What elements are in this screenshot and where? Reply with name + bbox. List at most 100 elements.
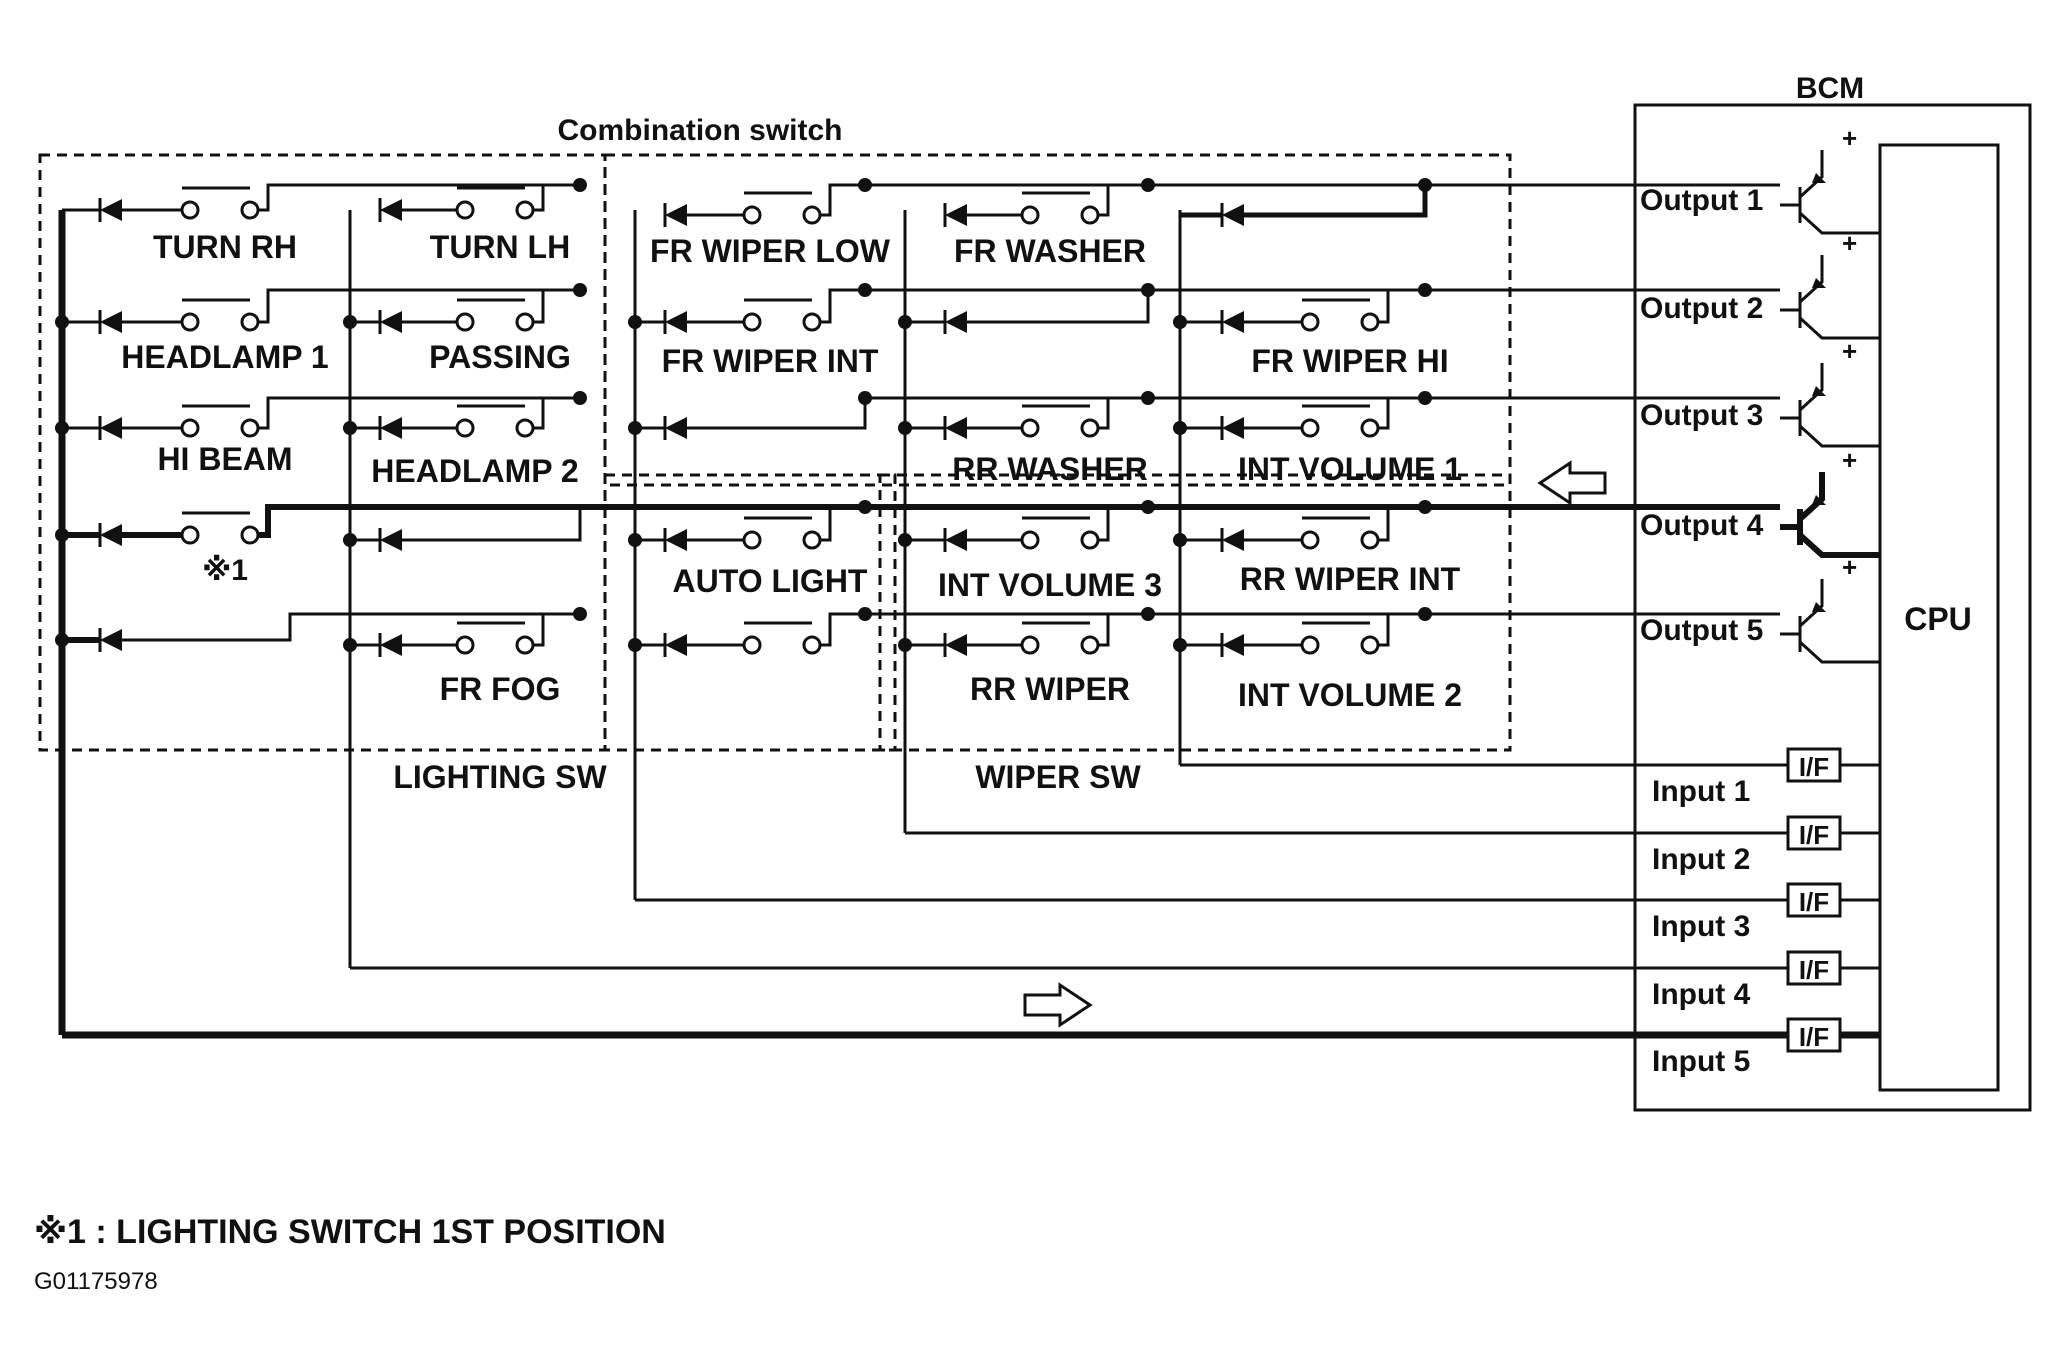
switch-label: INT VOLUME 1 (1238, 451, 1462, 487)
diode-icon (663, 633, 687, 657)
switch-contact-icon (455, 298, 535, 332)
wire (1798, 255, 1824, 304)
interface-box (1786, 815, 1842, 851)
diode-icon (663, 528, 687, 552)
wire (1244, 185, 1428, 218)
junction-dot (343, 421, 357, 435)
diode-icon (1220, 416, 1244, 440)
switch-contact-icon (742, 298, 822, 332)
junction-dot (1141, 607, 1155, 621)
plus-sign: + (1842, 552, 1857, 582)
junction-dot (858, 178, 872, 192)
wire (1798, 363, 1824, 412)
switch-contact-icon (1020, 621, 1100, 655)
wire (1797, 532, 1880, 558)
cpu-box (1878, 143, 2000, 1092)
junction-dot (573, 283, 587, 297)
diode-icon (943, 203, 967, 227)
switch-label: HI BEAM (157, 441, 292, 477)
wiper-sw-label: WIPER SW (975, 759, 1141, 795)
interface-label: I/F (1799, 752, 1829, 782)
figure-id: G01175978 (34, 1268, 158, 1295)
wire (1378, 288, 1425, 324)
wire (402, 507, 582, 542)
wire (1798, 150, 1824, 199)
output-label: Output 2 (1640, 292, 1763, 325)
switch-contact-icon (180, 298, 260, 332)
switch-label: RR WIPER INT (1240, 561, 1461, 597)
switch-label: INT VOLUME 2 (1238, 677, 1462, 713)
switch-label: RR WIPER (970, 671, 1130, 707)
switch-contact-icon (1300, 621, 1380, 655)
junction-dot (898, 638, 912, 652)
junction-dot (343, 315, 357, 329)
wire (1798, 316, 1880, 340)
switch-contact-icon (1020, 516, 1100, 550)
cpu-label: CPU (1904, 601, 1972, 637)
interface-box (1786, 950, 1842, 986)
output-label: Output 4 (1640, 509, 1764, 542)
note-marker: ※1 (202, 554, 248, 587)
switch-contact-icon (180, 511, 260, 545)
interface-label: I/F (1799, 1022, 1829, 1052)
emitter-arrow-icon (1812, 495, 1826, 505)
bcm-label: BCM (1796, 72, 1864, 105)
switch-contact-icon (742, 191, 822, 225)
interface-box (1786, 882, 1842, 918)
junction-dot (1141, 178, 1155, 192)
switch-contact-icon (1300, 404, 1380, 438)
junction-dot (628, 638, 642, 652)
diode-icon (663, 310, 687, 334)
wire (1798, 640, 1880, 664)
wire (820, 612, 865, 647)
bcm-box (1633, 103, 2032, 1112)
wire (1098, 396, 1148, 430)
output-label: Output 5 (1640, 614, 1763, 647)
wire (1378, 396, 1425, 430)
switch-label: PASSING (429, 339, 571, 375)
input-label: Input 4 (1652, 978, 1751, 1011)
junction-dot (573, 178, 587, 192)
lighting-sw-label: LIGHTING SW (393, 759, 607, 795)
labels: +Output 1+Output 2+Output 3+Output 4+Out… (121, 72, 1972, 1078)
switch-label: TURN LH (430, 229, 570, 265)
diode-icon (378, 198, 402, 222)
switch-contact-icon (1300, 516, 1380, 550)
diode-icon (378, 633, 402, 657)
plus-sign: + (1842, 336, 1857, 366)
input-label: Input 1 (1652, 775, 1750, 808)
junction-dot (55, 633, 69, 647)
switch-contact-icon (742, 621, 822, 655)
junction-dot (1173, 315, 1187, 329)
junction-dot (55, 421, 69, 435)
wire (533, 183, 580, 212)
diode-icon (663, 203, 687, 227)
switch-label: TURN RH (153, 229, 297, 265)
junction-dot (898, 421, 912, 435)
switch-label: HEADLAMP 1 (121, 339, 328, 375)
emitter-arrow-icon (1812, 602, 1826, 612)
diode-icon (1220, 633, 1244, 657)
wire (533, 396, 580, 430)
wire (258, 183, 580, 212)
diode-icon (98, 310, 122, 334)
wire (967, 290, 1150, 324)
wire (1098, 183, 1148, 217)
wire (1378, 612, 1425, 647)
wire (533, 288, 580, 324)
wire (1378, 505, 1425, 542)
junction-dot (1141, 500, 1155, 514)
switch-label: FR WASHER (954, 233, 1146, 269)
switch-label: FR WIPER LOW (650, 233, 891, 269)
wire (1098, 505, 1148, 542)
wire (820, 288, 865, 324)
diode-icon (943, 633, 967, 657)
junction-dot (343, 638, 357, 652)
wire (820, 183, 865, 217)
switch-contact-icon (742, 516, 822, 550)
wire (258, 288, 580, 324)
wire (1797, 472, 1825, 522)
junction-dot (1141, 391, 1155, 405)
junction-dot (898, 315, 912, 329)
switch-contact-icon (1300, 298, 1380, 332)
